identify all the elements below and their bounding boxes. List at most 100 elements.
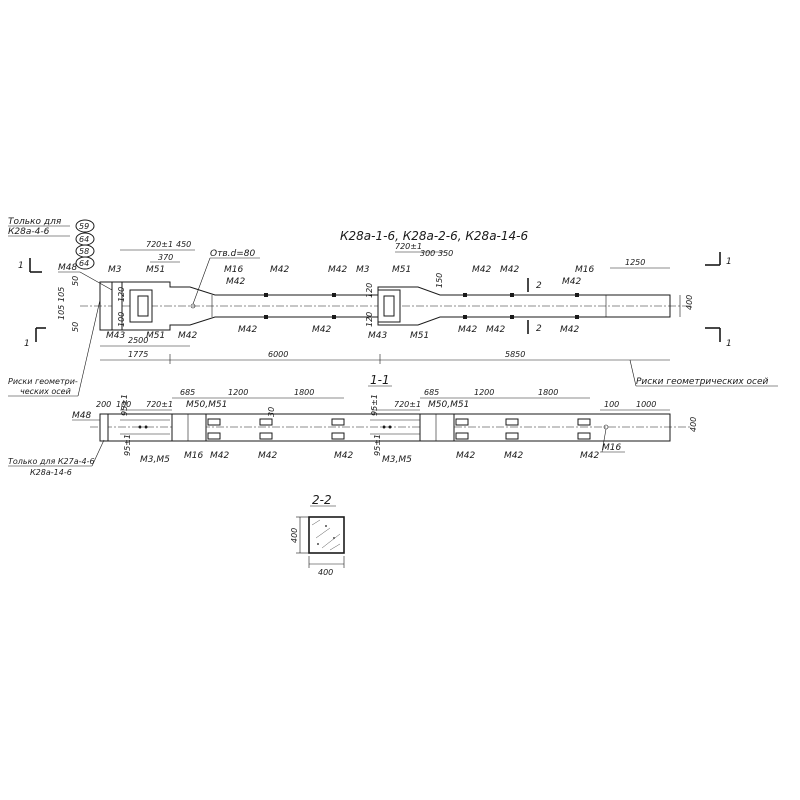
svg-text:400: 400 bbox=[290, 528, 299, 543]
svg-text:58: 58 bbox=[79, 247, 89, 256]
svg-text:50: 50 bbox=[71, 322, 80, 332]
svg-text:1: 1 bbox=[726, 339, 732, 349]
svg-text:685: 685 bbox=[424, 388, 439, 397]
svg-text:М42: М42 bbox=[580, 451, 599, 461]
svg-text:685: 685 bbox=[180, 388, 195, 397]
svg-text:М50,М51: М50,М51 bbox=[186, 400, 227, 410]
svg-text:М51: М51 bbox=[392, 265, 411, 275]
elev-mid-block bbox=[419, 413, 455, 442]
svg-text:1800: 1800 bbox=[538, 388, 558, 397]
elevation-view: 685 1200 1800 685 1200 1800 720±1 720±1 … bbox=[72, 388, 698, 465]
svg-text:720±1: 720±1 bbox=[394, 400, 421, 409]
svg-text:М43: М43 bbox=[368, 331, 387, 341]
svg-text:Только для К27а-4-6: Только для К27а-4-6 bbox=[8, 457, 95, 466]
svg-text:М42: М42 bbox=[560, 325, 579, 335]
svg-text:400: 400 bbox=[689, 417, 698, 432]
svg-text:М16: М16 bbox=[575, 265, 594, 275]
svg-text:64: 64 bbox=[79, 259, 89, 268]
svg-text:59: 59 bbox=[79, 222, 89, 231]
section-2-2-square bbox=[308, 516, 345, 554]
svg-text:М42: М42 bbox=[472, 265, 491, 275]
svg-text:М42: М42 bbox=[258, 451, 277, 461]
svg-text:150: 150 bbox=[435, 273, 444, 288]
svg-text:30: 30 bbox=[267, 407, 276, 417]
svg-text:1800: 1800 bbox=[294, 388, 314, 397]
svg-text:М42: М42 bbox=[486, 325, 505, 335]
svg-text:450: 450 bbox=[176, 240, 191, 249]
svg-text:М48: М48 bbox=[72, 411, 91, 421]
svg-text:100: 100 bbox=[116, 400, 131, 409]
svg-text:М51: М51 bbox=[146, 265, 165, 275]
section-2-2: 400 400 bbox=[290, 516, 345, 577]
elev-left-plate bbox=[99, 413, 109, 442]
svg-text:200: 200 bbox=[96, 400, 111, 409]
note-geometric-axes-left: Риски геометри- ческих осей bbox=[8, 299, 101, 397]
svg-text:350: 350 bbox=[438, 249, 453, 258]
elev-left-block bbox=[171, 413, 207, 442]
svg-text:1250: 1250 bbox=[625, 258, 645, 267]
elev-embedded-plates bbox=[120, 418, 609, 440]
svg-text:105: 105 bbox=[57, 287, 66, 302]
svg-text:120: 120 bbox=[365, 312, 374, 327]
hole-note: Отв.d=80 bbox=[210, 249, 255, 259]
svg-text:400: 400 bbox=[685, 295, 694, 310]
note-only-for-k28a-4-6: Только для К28а-4-6 59 64 58 64 bbox=[8, 217, 95, 270]
svg-text:М3,М5: М3,М5 bbox=[140, 455, 170, 465]
svg-text:М42: М42 bbox=[270, 265, 289, 275]
svg-text:М42: М42 bbox=[456, 451, 475, 461]
svg-text:50: 50 bbox=[71, 276, 80, 286]
svg-text:1: 1 bbox=[24, 339, 30, 349]
svg-text:М3: М3 bbox=[356, 265, 370, 275]
plan-mid-inner-block bbox=[383, 295, 395, 317]
note-line-2: К28а-4-6 bbox=[8, 227, 50, 237]
svg-text:М3: М3 bbox=[108, 265, 122, 275]
note-only-for-k27a: Только для К27а-4-6 К28а-14-6 bbox=[8, 439, 105, 477]
svg-text:720±1: 720±1 bbox=[146, 400, 173, 409]
svg-text:120: 120 bbox=[117, 287, 126, 302]
svg-text:К28а-14-6: К28а-14-6 bbox=[30, 468, 72, 477]
note-line-1: Только для bbox=[8, 217, 62, 227]
svg-text:1200: 1200 bbox=[474, 388, 494, 397]
svg-text:100: 100 bbox=[117, 312, 126, 327]
section-marker-1-right: 1 1 bbox=[705, 252, 732, 349]
svg-text:720±1: 720±1 bbox=[395, 242, 422, 251]
svg-text:М48: М48 bbox=[58, 263, 77, 273]
svg-text:370: 370 bbox=[158, 253, 173, 262]
drawing-title: К28а-1-6, К28а-2-6, К28а-14-6 bbox=[340, 229, 528, 243]
svg-text:2: 2 bbox=[536, 324, 542, 334]
circle-64b bbox=[75, 256, 95, 270]
svg-text:М42: М42 bbox=[238, 325, 257, 335]
svg-text:М42: М42 bbox=[504, 451, 523, 461]
svg-text:М16: М16 bbox=[224, 265, 243, 275]
plan-embedded-parts bbox=[190, 293, 607, 319]
section-1-1-title: 1-1 bbox=[370, 373, 390, 387]
section-2-2-title: 2-2 bbox=[312, 493, 332, 507]
section-marker-2: 2 2 bbox=[527, 278, 542, 334]
svg-text:Риски геометрических осей: Риски геометрических осей bbox=[636, 377, 769, 387]
svg-text:95±1: 95±1 bbox=[373, 434, 382, 456]
circle-59 bbox=[75, 219, 95, 233]
svg-text:М50,М51: М50,М51 bbox=[428, 400, 469, 410]
svg-text:М42: М42 bbox=[458, 325, 477, 335]
svg-text:120: 120 bbox=[365, 283, 374, 298]
svg-text:105: 105 bbox=[57, 305, 66, 320]
svg-text:М42: М42 bbox=[226, 277, 245, 287]
svg-text:М42: М42 bbox=[334, 451, 353, 461]
svg-text:1: 1 bbox=[18, 261, 24, 271]
svg-text:6000: 6000 bbox=[268, 350, 288, 359]
svg-text:Риски геометри-: Риски геометри- bbox=[8, 377, 78, 386]
svg-text:М42: М42 bbox=[562, 277, 581, 287]
svg-text:М42: М42 bbox=[178, 331, 197, 341]
svg-text:2500: 2500 bbox=[128, 336, 148, 345]
svg-text:5850: 5850 bbox=[505, 350, 525, 359]
plan-left-inner-block bbox=[137, 295, 149, 317]
svg-text:ческих осей: ческих осей bbox=[20, 387, 71, 396]
svg-text:1775: 1775 bbox=[128, 350, 148, 359]
plan-view: 720±1 450 370 720±1 300 350 1250 400 105… bbox=[57, 240, 694, 364]
svg-text:300: 300 bbox=[420, 249, 435, 258]
svg-text:100: 100 bbox=[604, 400, 619, 409]
svg-text:95±1: 95±1 bbox=[123, 434, 132, 456]
svg-text:720±1: 720±1 bbox=[146, 240, 173, 249]
svg-text:М42: М42 bbox=[312, 325, 331, 335]
svg-text:М42: М42 bbox=[500, 265, 519, 275]
